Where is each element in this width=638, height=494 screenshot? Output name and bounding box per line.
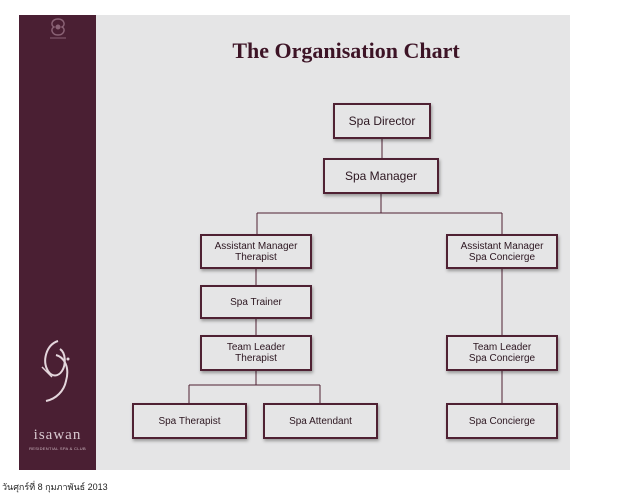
isawan-logo-icon xyxy=(41,340,70,402)
node-team-leader-therapist: Team Leader Therapist xyxy=(200,335,312,371)
node-assistant-manager-therapist: Assistant Manager Therapist xyxy=(200,234,312,269)
node-spa-manager: Spa Manager xyxy=(323,158,439,194)
node-spa-concierge: Spa Concierge xyxy=(446,403,558,439)
page-title: The Organisation Chart xyxy=(232,38,460,63)
brand-tagline: RESIDENTIAL SPA & CLUB xyxy=(29,446,86,451)
node-spa-therapist: Spa Therapist xyxy=(132,403,247,439)
brand-name: isawan xyxy=(33,427,82,443)
ornament-icon xyxy=(50,18,66,39)
footer-date: วันศุกร์ที่ 8 กุมภาพันธ์ 2013 xyxy=(2,482,108,492)
node-spa-director: Spa Director xyxy=(333,103,431,139)
node-spa-attendant: Spa Attendant xyxy=(263,403,378,439)
node-team-leader-spa-concierge: Team Leader Spa Concierge xyxy=(446,335,558,371)
node-assistant-manager-spa-concierge: Assistant Manager Spa Concierge xyxy=(446,234,558,269)
node-spa-trainer: Spa Trainer xyxy=(200,285,312,319)
brand-sidebar: isawan RESIDENTIAL SPA & CLUB xyxy=(19,15,96,470)
